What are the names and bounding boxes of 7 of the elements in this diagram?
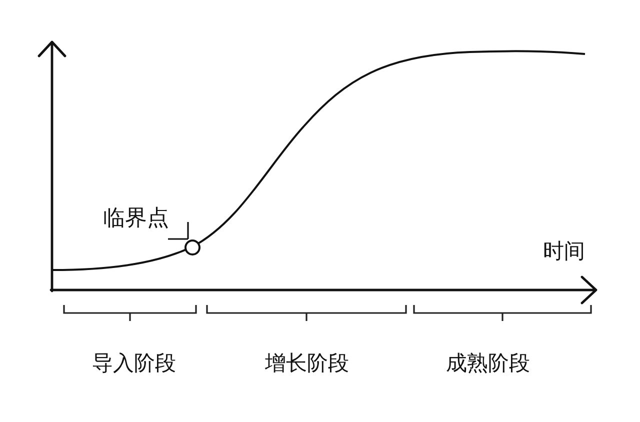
axis-label: 时间: [543, 240, 585, 264]
critical-point-marker: [184, 238, 200, 256]
phase-label: 增长阶段: [265, 352, 349, 376]
phase-label: 成熟阶段: [446, 352, 530, 376]
callout-label: 临界点: [103, 207, 169, 232]
leader-line: [167, 221, 189, 240]
phase-label: 导入阶段: [92, 352, 176, 376]
